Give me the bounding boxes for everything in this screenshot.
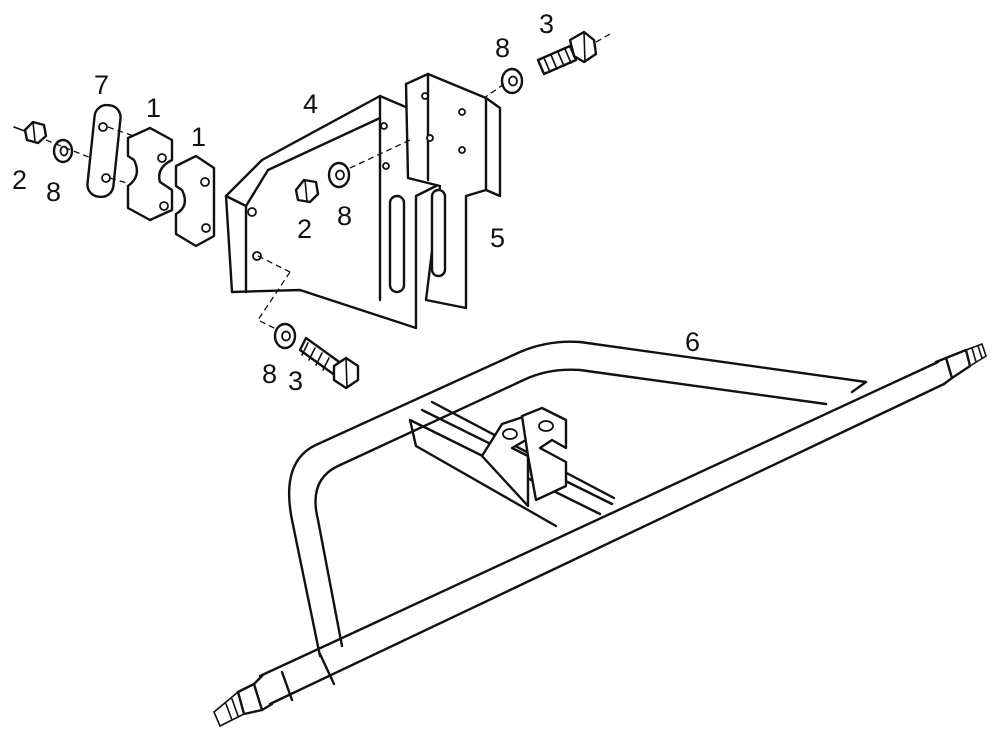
callout-part-8-lower: 8 <box>262 359 277 389</box>
clamp-half-1b <box>174 154 216 248</box>
callout-part-8-upper: 8 <box>495 33 510 63</box>
callout-part-1-right: 1 <box>191 122 206 152</box>
bracket-5 <box>404 72 502 310</box>
callout-part-4: 4 <box>303 89 318 119</box>
nut-2-left <box>13 120 48 145</box>
callout-part-2-left: 2 <box>12 165 27 195</box>
callout-part-2-middle: 2 <box>297 214 312 244</box>
callout-part-5: 5 <box>490 223 505 253</box>
callout-part-1-left: 1 <box>146 93 161 123</box>
callout-part-3-upper: 3 <box>539 9 554 39</box>
washer-8-left <box>52 138 74 164</box>
callout-part-3-lower: 3 <box>288 366 303 396</box>
washer-8-middle <box>327 161 351 189</box>
bolt-3-lower <box>298 336 360 390</box>
clamp-half-1a <box>126 126 174 222</box>
callout-part-7: 7 <box>94 70 109 100</box>
frame-6 <box>213 340 987 728</box>
callout-part-6: 6 <box>685 327 700 357</box>
bolt-3-upper <box>536 30 611 76</box>
clamp-plate-7 <box>86 103 122 199</box>
nut-2-middle <box>294 178 320 204</box>
bracket-4 <box>224 94 438 330</box>
washer-8-lower <box>273 322 297 350</box>
callout-part-8-middle: 8 <box>337 201 352 231</box>
washer-8-upper <box>500 67 524 95</box>
callout-part-8-left: 8 <box>46 177 61 207</box>
